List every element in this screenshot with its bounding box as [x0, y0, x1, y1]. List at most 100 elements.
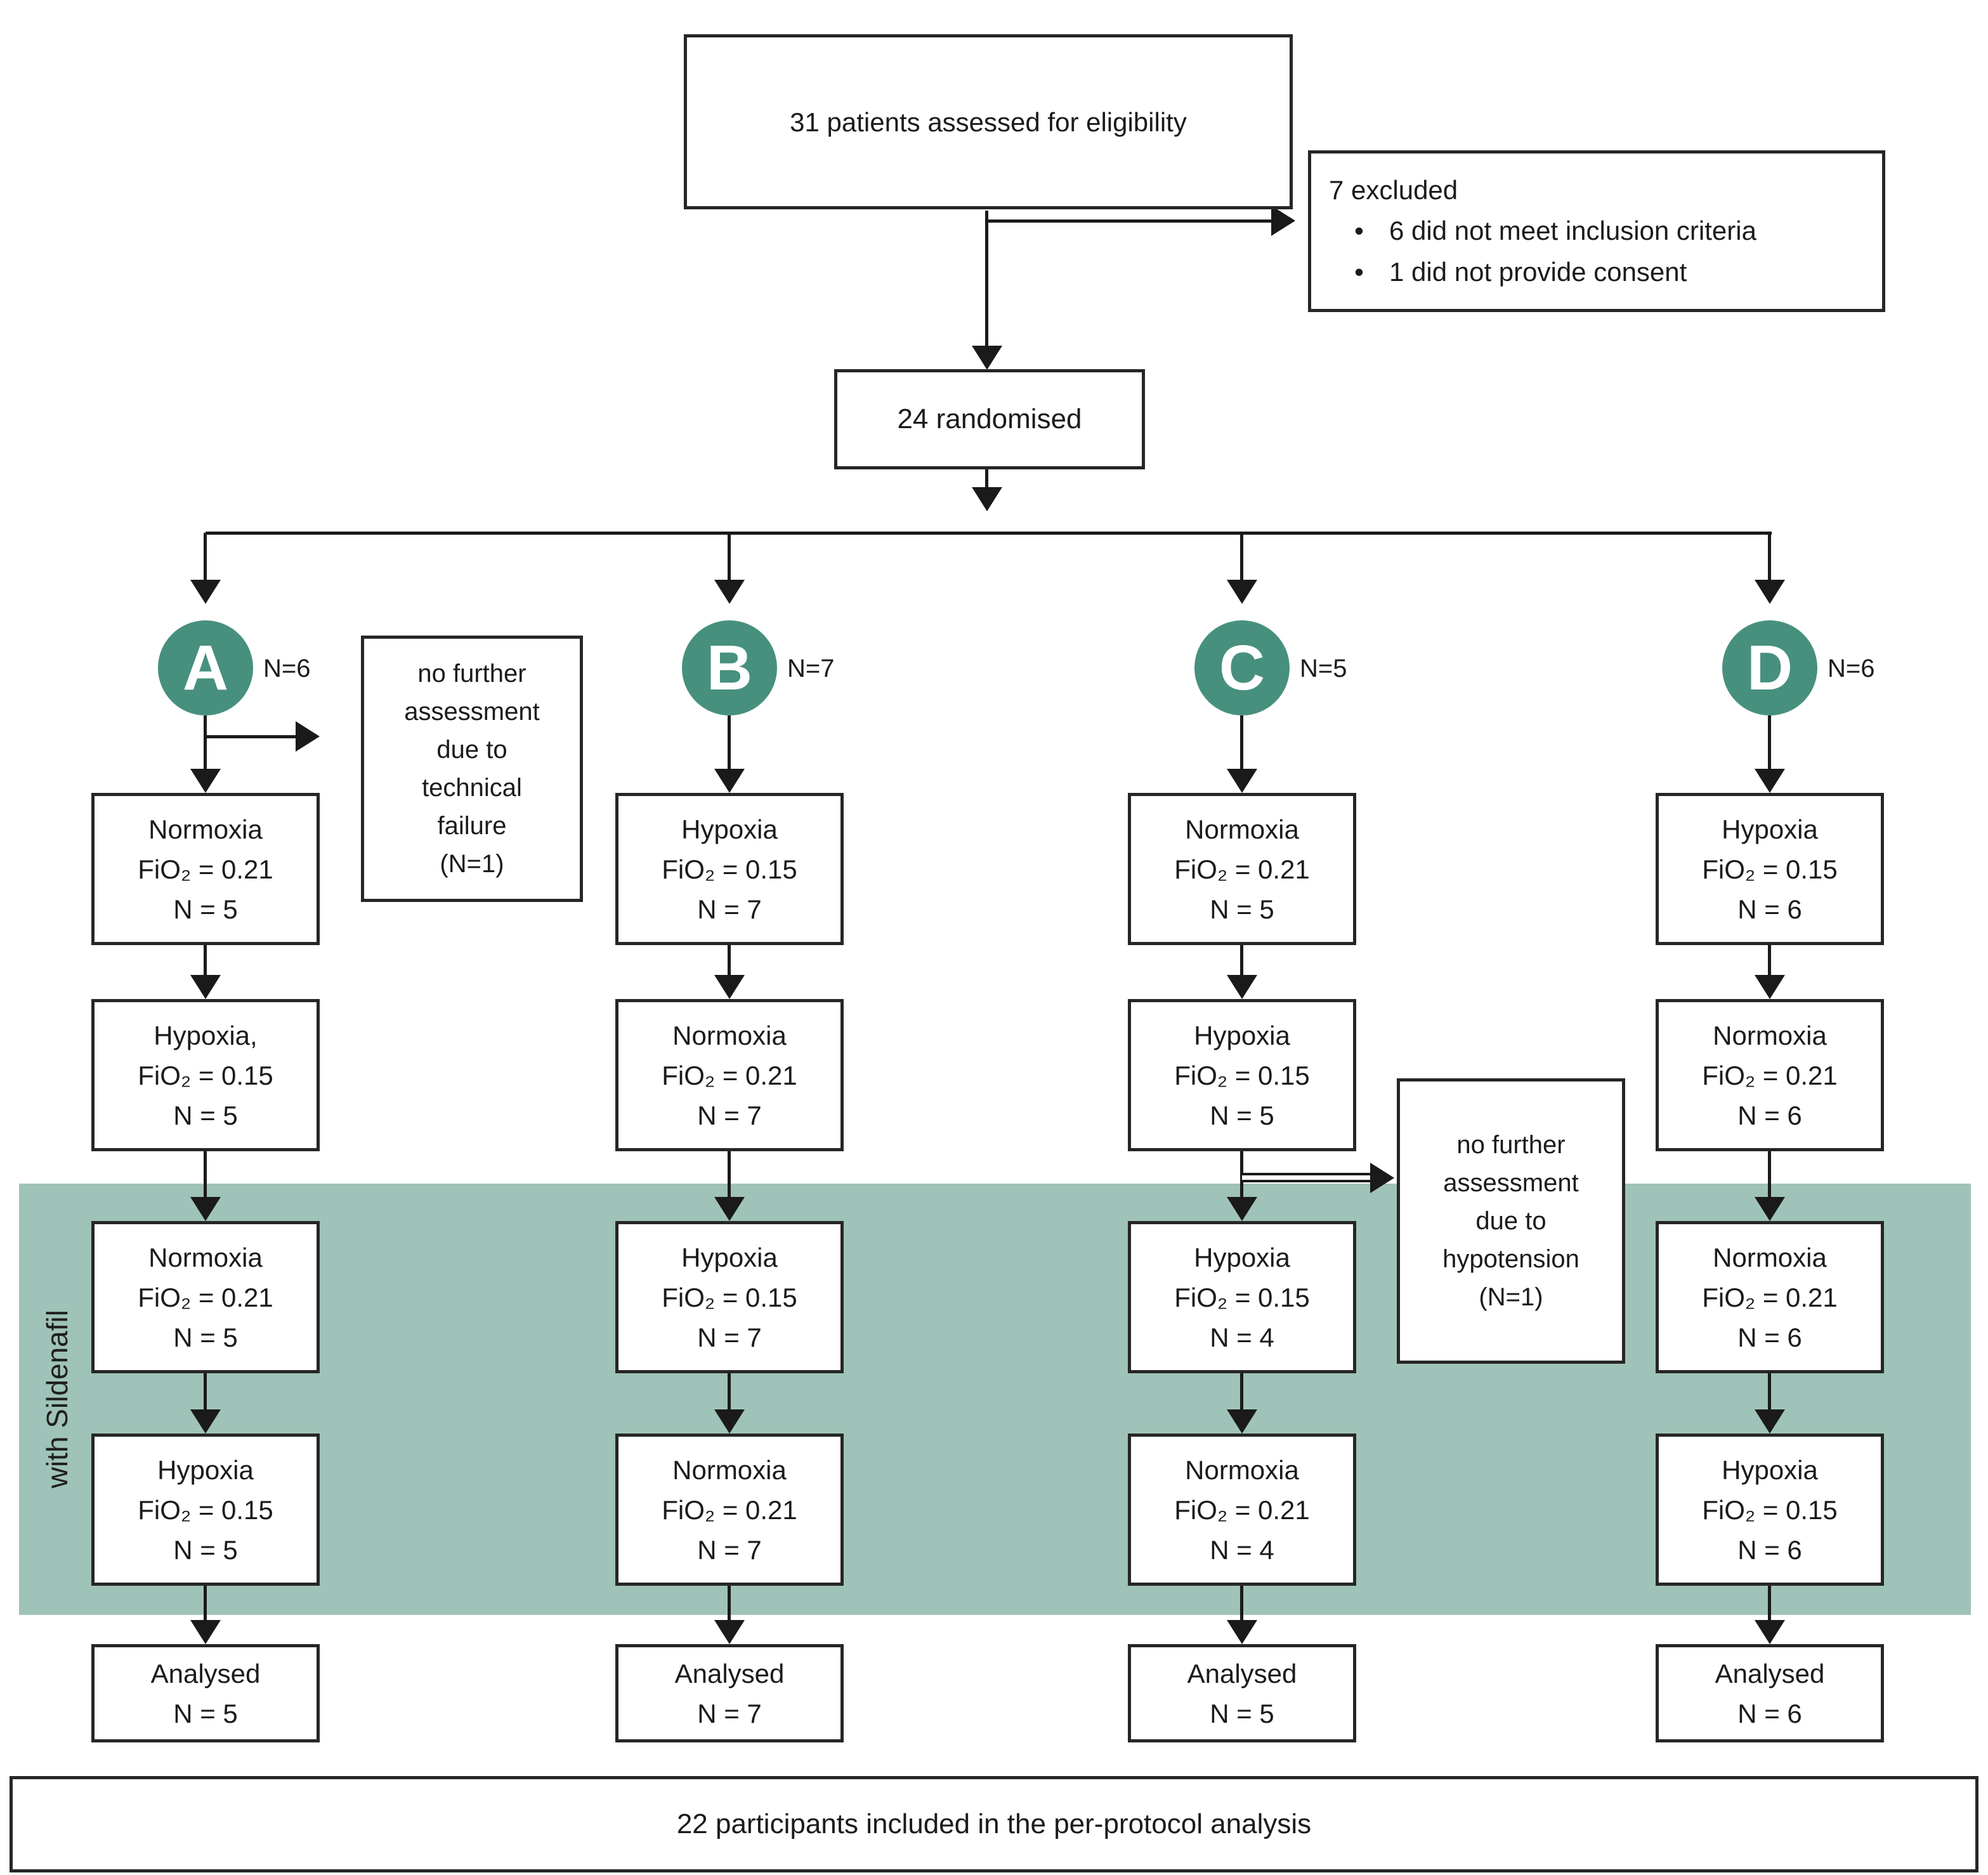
- group-c-circle: C: [1194, 620, 1290, 715]
- group-a-stage-1-box: Normoxia FiO₂ = 0.21 N = 5: [91, 793, 320, 945]
- connector-line: [1768, 1586, 1771, 1621]
- arrowhead-down: [190, 1197, 221, 1221]
- sildenafil-band-label: with Sildenafil: [19, 1184, 95, 1615]
- stage-line: FiO₂ = 0.21: [662, 1494, 797, 1525]
- stage-line: N = 5: [173, 1534, 238, 1565]
- arrowhead-down: [714, 580, 745, 604]
- per-protocol-box: 22 participants included in the per-prot…: [10, 1776, 1978, 1872]
- arrowhead-down: [972, 487, 1002, 511]
- arrowhead-down: [1755, 1620, 1785, 1644]
- connector-line: [1768, 1151, 1771, 1198]
- excluded-item: • 6 did not meet inclusion criteria: [1329, 210, 1869, 251]
- arrowhead-down: [1227, 1620, 1257, 1644]
- stage-line: Normoxia: [148, 814, 263, 844]
- stage-line: Analysed: [150, 1658, 261, 1689]
- stage-line: FiO₂ = 0.21: [138, 1282, 273, 1312]
- connector-line: [985, 469, 988, 488]
- stage-line: Hypoxia: [1722, 814, 1818, 844]
- stage-line: Normoxia: [1713, 1242, 1827, 1272]
- stage-line: Hypoxia: [1194, 1242, 1290, 1272]
- stage-line: FiO₂ = 0.15: [138, 1060, 273, 1090]
- connector-line: [204, 1151, 207, 1198]
- note-line: no further: [417, 660, 526, 688]
- excluded-title: 7 excluded: [1329, 174, 1458, 205]
- bullet-icon: •: [1354, 215, 1364, 245]
- connector-line: [204, 533, 207, 581]
- arrowhead-down: [714, 975, 745, 999]
- connector-line: [987, 219, 1271, 223]
- group-d-stage-1-box: Hypoxia FiO₂ = 0.15 N = 6: [1656, 793, 1884, 945]
- group-b-stage-4-box: Normoxia FiO₂ = 0.21 N = 7: [615, 1434, 844, 1586]
- assessed-text: 31 patients assessed for eligibility: [790, 107, 1187, 137]
- stage-line: N = 5: [1210, 894, 1274, 924]
- band-label-text: with Sildenafil: [41, 1310, 74, 1489]
- group-d-stage-2-box: Normoxia FiO₂ = 0.21 N = 6: [1656, 999, 1884, 1151]
- stage-line: Hypoxia,: [154, 1020, 258, 1050]
- connector-line: [728, 1151, 731, 1198]
- group-b-analysed-box: Analysed N = 7: [615, 1644, 844, 1742]
- stage-line: N = 6: [1737, 1534, 1802, 1565]
- note-line: no further: [1456, 1131, 1566, 1159]
- arrowhead-down: [1227, 580, 1257, 604]
- stage-line: N = 5: [173, 894, 238, 924]
- arrowhead-down: [714, 1409, 745, 1434]
- stage-line: Normoxia: [148, 1242, 263, 1272]
- arrowhead-down: [714, 1197, 745, 1221]
- connector-line: [1768, 715, 1771, 770]
- arrowhead-down: [190, 769, 221, 793]
- stage-line: FiO₂ = 0.21: [1702, 1282, 1838, 1312]
- stage-line: Analysed: [1187, 1658, 1297, 1689]
- stage-line: Hypoxia: [681, 1242, 778, 1272]
- arrowhead-down: [1755, 1409, 1785, 1434]
- arrowhead-down: [190, 1409, 221, 1434]
- group-a-circle: A: [158, 620, 253, 715]
- connector-line: [1240, 945, 1243, 976]
- stage-line: N = 7: [697, 1534, 762, 1565]
- group-c-stage-4-box: Normoxia FiO₂ = 0.21 N = 4: [1128, 1434, 1356, 1586]
- arrowhead-right: [1370, 1163, 1394, 1193]
- group-c-stage-1-box: Normoxia FiO₂ = 0.21 N = 5: [1128, 793, 1356, 945]
- group-d-stage-4-box: Hypoxia FiO₂ = 0.15 N = 6: [1656, 1434, 1884, 1586]
- stage-line: Hypoxia: [157, 1454, 254, 1485]
- arrowhead-down: [1755, 1197, 1785, 1221]
- stage-line: N = 5: [173, 1322, 238, 1352]
- note-line: assessment: [1443, 1169, 1579, 1197]
- arrowhead-right: [1271, 206, 1295, 236]
- stage-line: N = 6: [1737, 1698, 1802, 1728]
- arrowhead-down: [1227, 1197, 1257, 1221]
- hypotension-note: no further assessment due to hypotension…: [1397, 1078, 1625, 1364]
- arrowhead-down: [1227, 769, 1257, 793]
- stage-line: N = 5: [1210, 1100, 1274, 1130]
- stage-line: FiO₂ = 0.21: [1702, 1060, 1838, 1090]
- arrowhead-down: [190, 1620, 221, 1644]
- connector-line: [1768, 533, 1771, 581]
- group-b-stage-3-box: Hypoxia FiO₂ = 0.15 N = 7: [615, 1221, 844, 1373]
- bullet-icon: •: [1354, 257, 1364, 287]
- arrowhead-down: [1755, 975, 1785, 999]
- connector-line: [1240, 533, 1243, 581]
- group-b-circle: B: [682, 620, 777, 715]
- connector-line: [728, 945, 731, 976]
- group-a-stage-2-box: Hypoxia, FiO₂ = 0.15 N = 5: [91, 999, 320, 1151]
- arrowhead-down: [972, 346, 1002, 370]
- group-c-stage-2-box: Hypoxia FiO₂ = 0.15 N = 5: [1128, 999, 1356, 1151]
- connector-line: [204, 1586, 207, 1621]
- stage-line: FiO₂ = 0.15: [1702, 854, 1838, 884]
- group-c-stage-3-box: Hypoxia FiO₂ = 0.15 N = 4: [1128, 1221, 1356, 1373]
- connector-line: [1240, 1586, 1243, 1621]
- branch-rail-line: [206, 532, 1772, 535]
- stage-line: FiO₂ = 0.15: [1702, 1494, 1838, 1525]
- note-line: due to: [1475, 1207, 1547, 1235]
- stage-line: Normoxia: [1713, 1020, 1827, 1050]
- group-b-letter: B: [706, 632, 753, 703]
- connector-line: [204, 715, 207, 770]
- arrowhead-down: [714, 769, 745, 793]
- note-line: (N=1): [440, 850, 504, 878]
- excluded-item-text: 1 did not provide consent: [1389, 257, 1687, 287]
- group-c-letter: C: [1219, 632, 1265, 703]
- group-a-stage-4-box: Hypoxia FiO₂ = 0.15 N = 5: [91, 1434, 320, 1586]
- stage-line: N = 7: [697, 1698, 762, 1728]
- stage-line: FiO₂ = 0.15: [662, 854, 797, 884]
- randomised-box: 24 randomised: [834, 369, 1145, 469]
- group-d-letter: D: [1746, 632, 1793, 703]
